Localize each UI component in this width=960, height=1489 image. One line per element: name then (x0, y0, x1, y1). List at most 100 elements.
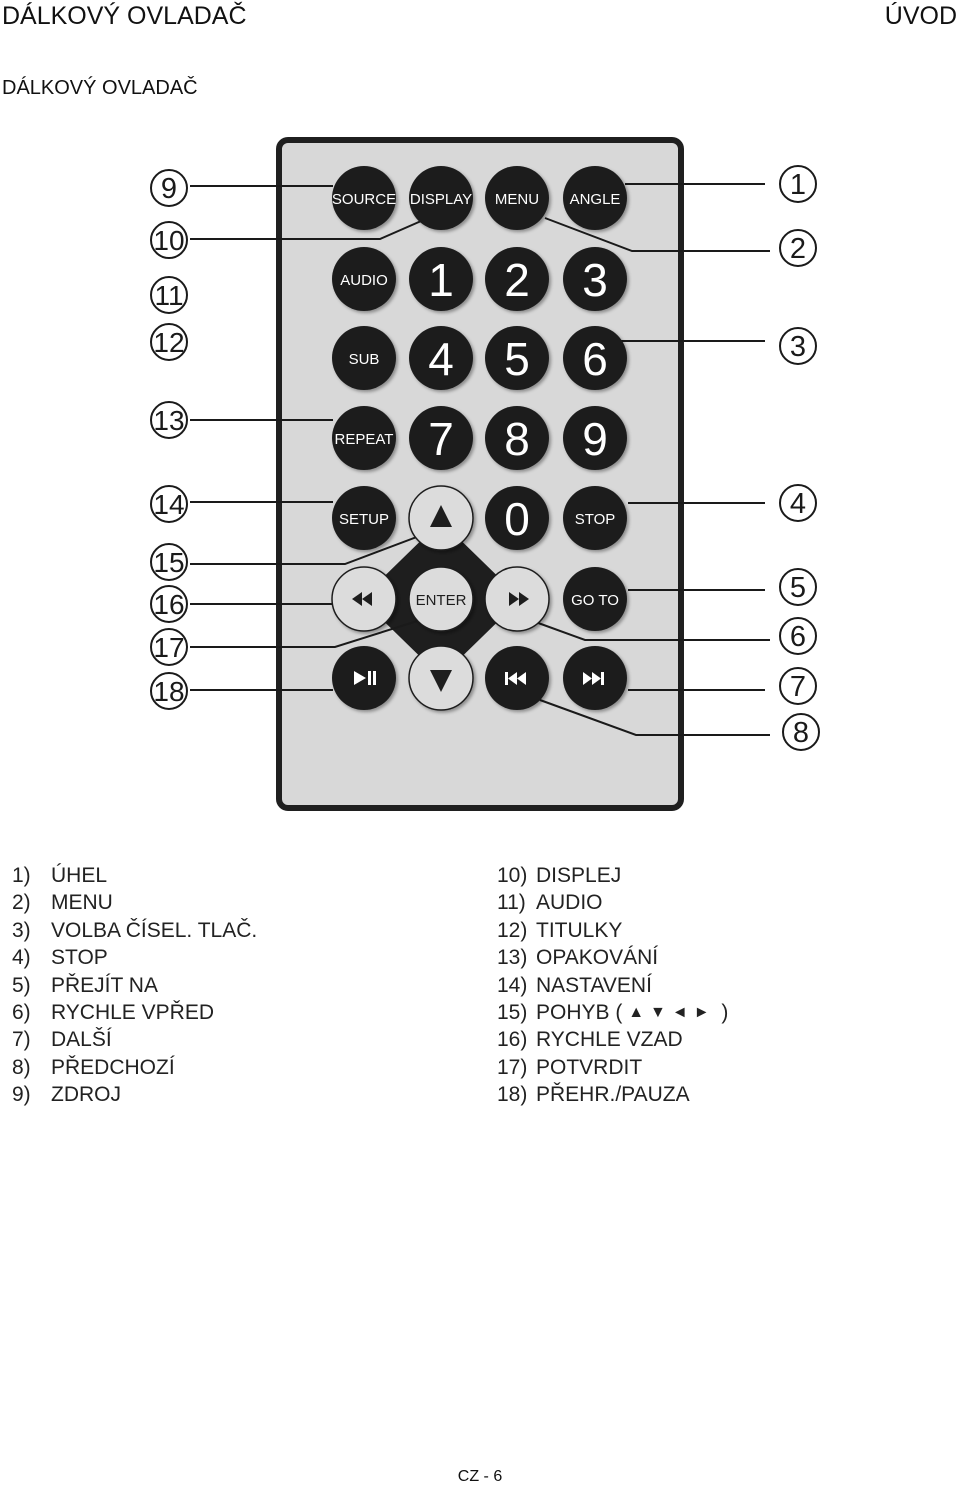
legend-item: 15)POHYB ( ▲▼◄► ) (497, 999, 728, 1026)
remote-body (276, 137, 684, 811)
legend-item: 16)RYCHLE VZAD (497, 1028, 683, 1052)
callout-circle-4 (779, 484, 817, 522)
callout-number-18: 18 (153, 676, 184, 707)
callout-number-7: 7 (790, 671, 806, 703)
page-header-left: DÁLKOVÝ OVLADAČ (2, 2, 247, 30)
legend-item: 13)OPAKOVÁNÍ (497, 946, 659, 970)
callout-number-9: 9 (161, 173, 177, 205)
menu-label: MENU (495, 191, 539, 208)
number-1-button[interactable] (409, 247, 473, 311)
fast-forward-icon (509, 592, 529, 606)
number-5-button[interactable] (485, 326, 549, 390)
up-arrow-icon (430, 505, 452, 527)
callout-number-14: 14 (153, 489, 184, 520)
source-label: SOURCE (332, 191, 396, 208)
number-8-label: 8 (504, 413, 530, 465)
number-5-label: 5 (504, 333, 530, 385)
callout-number-13: 13 (153, 405, 184, 436)
legend-left-column: 1)ÚHEL 2)MENU 3)VOLBA ČÍSEL. TLAČ. 4)STO… (12, 862, 257, 1109)
legend-item: 18)PŘEHR./PAUZA (497, 1083, 690, 1107)
callout-number-1: 1 (790, 169, 806, 201)
stop-button[interactable] (563, 486, 627, 550)
callout-circle-9 (150, 169, 188, 207)
legend-item: 5)PŘEJÍT NA (12, 973, 158, 997)
play-pause-icon (354, 671, 376, 685)
number-6-label: 6 (582, 333, 608, 385)
number-6-button[interactable] (563, 326, 627, 390)
legend-item: 2)MENU (12, 891, 113, 915)
section-title: DÁLKOVÝ OVLADAČ (2, 77, 198, 99)
legend-item: 4)STOP (12, 946, 108, 970)
enter-button[interactable] (408, 566, 474, 632)
legend-item: 9)ZDROJ (12, 1083, 121, 1107)
callout-circle-8 (782, 713, 820, 751)
enter-label: ENTER (416, 592, 467, 609)
legend-item: 12)TITULKY (497, 918, 623, 942)
callout-line-6 (529, 619, 770, 641)
down-arrow-icon (430, 670, 452, 692)
number-4-button[interactable] (409, 326, 473, 390)
source-button[interactable] (332, 166, 396, 230)
goto-label: GO TO (571, 592, 619, 609)
angle-button[interactable] (563, 166, 627, 230)
legend-item: 3)VOLBA ČÍSEL. TLAČ. (12, 918, 258, 942)
callout-circle-18 (150, 672, 188, 710)
setup-button[interactable] (332, 486, 396, 550)
number-3-label: 3 (582, 254, 608, 306)
rewind-icon (352, 592, 372, 606)
legend-item: 11)AUDIO (497, 891, 603, 915)
callout-number-15: 15 (153, 547, 184, 578)
number-3-button[interactable] (563, 247, 627, 311)
callout-circle-11 (150, 276, 188, 314)
legend-item: 10)DISPLEJ (497, 864, 622, 887)
number-2-label: 2 (504, 254, 530, 306)
callout-circle-14 (150, 485, 188, 523)
remote-control-diagram: SOURCE DISPLAY MENU ANGLE AUDIO 1 2 3 SU… (150, 137, 820, 811)
callout-number-6: 6 (790, 621, 806, 653)
display-label: DISPLAY (410, 191, 472, 208)
callout-circle-2 (779, 229, 817, 267)
stop-label: STOP (575, 511, 616, 528)
callout-line-2 (544, 217, 770, 252)
number-8-button[interactable] (485, 406, 549, 470)
number-7-button[interactable] (409, 406, 473, 470)
callout-circle-13 (150, 401, 188, 439)
callout-number-8: 8 (793, 717, 809, 749)
number-4-label: 4 (428, 333, 454, 385)
callout-circle-16 (150, 585, 188, 623)
menu-button[interactable] (485, 166, 549, 230)
number-7-label: 7 (428, 413, 454, 465)
callout-number-5: 5 (790, 572, 806, 604)
legend-right-column: 10)DISPLEJ 11)AUDIO 12)TITULKY 13)OPAKOV… (497, 862, 728, 1109)
callout-line-17 (190, 616, 431, 648)
callout-number-16: 16 (153, 589, 184, 620)
previous-icon (505, 672, 526, 685)
sub-label: SUB (349, 351, 380, 368)
number-9-button[interactable] (563, 406, 627, 470)
legend-item: 6)RYCHLE VPŘED (12, 1001, 214, 1025)
display-button[interactable] (409, 166, 473, 230)
callout-circle-15 (150, 543, 188, 581)
number-2-button[interactable] (485, 247, 549, 311)
direction-arrows-icon: ▲▼◄► (628, 1004, 716, 1022)
goto-button[interactable] (563, 567, 627, 631)
audio-button[interactable] (332, 247, 396, 311)
next-icon (583, 672, 604, 685)
callout-line-8 (539, 699, 770, 736)
legend-item: 1)ÚHEL (12, 864, 108, 887)
legend-item: 14)NASTAVENÍ (497, 973, 652, 997)
audio-label: AUDIO (340, 272, 388, 289)
callout-number-3: 3 (790, 331, 806, 363)
callout-circle-1 (779, 165, 817, 203)
callout-circle-7 (779, 667, 817, 705)
repeat-button[interactable] (332, 406, 396, 470)
number-0-button[interactable] (485, 486, 549, 550)
callout-line-15 (190, 531, 431, 565)
setup-label: SETUP (339, 511, 389, 528)
callout-number-12: 12 (153, 327, 184, 358)
sub-button[interactable] (332, 326, 396, 390)
repeat-label: REPEAT (335, 431, 394, 448)
callout-circle-3 (779, 327, 817, 365)
legend-item: 8)PŘEDCHOZÍ (12, 1055, 175, 1079)
callout-line-10 (190, 217, 429, 240)
